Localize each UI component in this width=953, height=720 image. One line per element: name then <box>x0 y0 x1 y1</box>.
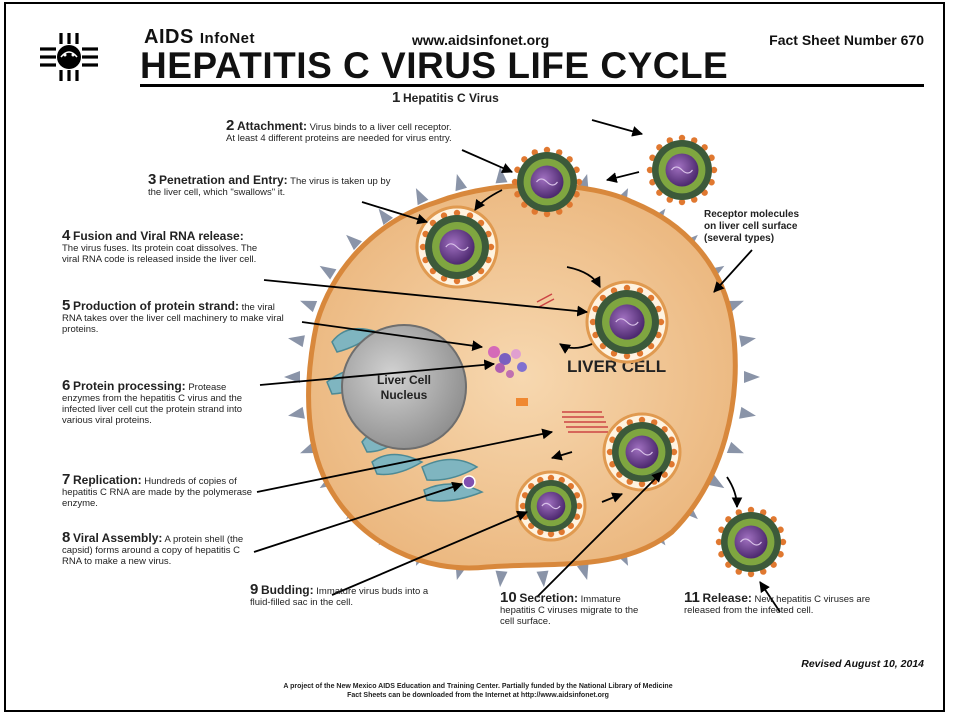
step-9: 9 Budding: Immature virus buds into a fl… <box>250 584 450 608</box>
receptor-spike <box>300 301 317 312</box>
hcv-virus <box>417 207 497 287</box>
step-1-number: 1 <box>392 89 400 106</box>
step-11: 11 Release: New hepatitis C viruses are … <box>684 592 884 616</box>
step-7-number: 7 <box>62 471 70 488</box>
revised-date: Revised August 10, 2014 <box>801 658 924 670</box>
receptor-spike <box>744 371 760 383</box>
pointer-arrow <box>592 120 642 134</box>
step-10-number: 10 <box>500 589 517 606</box>
fact-sheet: AIDS InfoNet www.aidsinfonet.org Fact Sh… <box>32 22 924 680</box>
receptor-spike <box>537 571 549 587</box>
step-11-title: Release: <box>703 591 752 605</box>
step-11-number: 11 <box>684 589 700 606</box>
pointer-arrow <box>607 172 639 180</box>
step-6-number: 6 <box>62 377 70 394</box>
capsid <box>463 476 475 488</box>
hcv-virus <box>604 414 680 490</box>
step-7-title: Replication: <box>73 473 142 487</box>
step-5: 5 Production of protein strand: the vira… <box>62 300 290 335</box>
step-4-text: The virus fuses. Its protein coat dissol… <box>62 243 257 265</box>
step-5-number: 5 <box>62 297 70 314</box>
receptor-spike <box>288 335 305 347</box>
receptor-spike <box>496 571 508 587</box>
step-3-number: 3 <box>148 171 156 188</box>
step-5-title: Production of protein strand: <box>73 299 239 313</box>
step-1-title: Hepatitis C Virus <box>403 91 499 105</box>
hcv-virus <box>647 135 717 205</box>
step-4-title: Fusion and Viral RNA release: <box>73 229 244 243</box>
step-3: 3 Penetration and Entry: The virus is ta… <box>148 174 398 198</box>
step-9-title: Budding: <box>261 583 314 597</box>
liver-cell-nucleus <box>342 325 466 449</box>
step-1: 1 Hepatitis C Virus <box>392 92 592 105</box>
step-4-number: 4 <box>62 227 70 244</box>
footer-line-2: Fact Sheets can be downloaded from the I… <box>32 691 924 700</box>
hcv-virus <box>517 472 585 540</box>
receptor-spike <box>288 407 305 419</box>
step-10: 10 Secretion: Immature hepatitis C virus… <box>500 592 650 627</box>
step-2: 2 Attachment: Virus binds to a liver cel… <box>226 120 456 144</box>
step-7: 7 Replication: Hundreds of copies of hep… <box>62 474 262 509</box>
pointer-arrow <box>462 150 512 172</box>
receptor-spike <box>416 188 429 205</box>
step-9-number: 9 <box>250 581 258 598</box>
nucleus-label-1: Liver Cell <box>377 373 431 387</box>
receptor-spike <box>739 335 756 347</box>
pointer-arrow <box>727 477 737 507</box>
receptor-spike <box>739 407 756 419</box>
step-2-number: 2 <box>226 117 234 134</box>
step-10-title: Secretion: <box>519 591 578 605</box>
hcv-virus <box>587 282 667 362</box>
step-8-title: Viral Assembly: <box>73 531 162 545</box>
receptor-label: Receptor molecules on liver cell surface… <box>704 209 802 244</box>
step-8-number: 8 <box>62 529 70 546</box>
receptor-spike <box>455 174 467 191</box>
step-6-title: Protein processing: <box>73 379 186 393</box>
footer-line-1: A project of the New Mexico AIDS Educati… <box>32 682 924 691</box>
step-6: 6 Protein processing: Protease enzymes f… <box>62 380 260 426</box>
step-3-title: Penetration and Entry: <box>159 173 288 187</box>
step-4: 4 Fusion and Viral RNA release: The viru… <box>62 230 262 265</box>
hcv-virus <box>512 147 582 217</box>
step-2-title: Attachment: <box>237 119 307 133</box>
receptor-spike <box>320 266 337 280</box>
step-8: 8 Viral Assembly: A protein shell (the c… <box>62 532 252 567</box>
nucleus-label-2: Nucleus <box>381 388 428 402</box>
receptor-spike <box>727 442 744 453</box>
hcv-virus <box>716 507 786 577</box>
footer: A project of the New Mexico AIDS Educati… <box>32 682 924 700</box>
